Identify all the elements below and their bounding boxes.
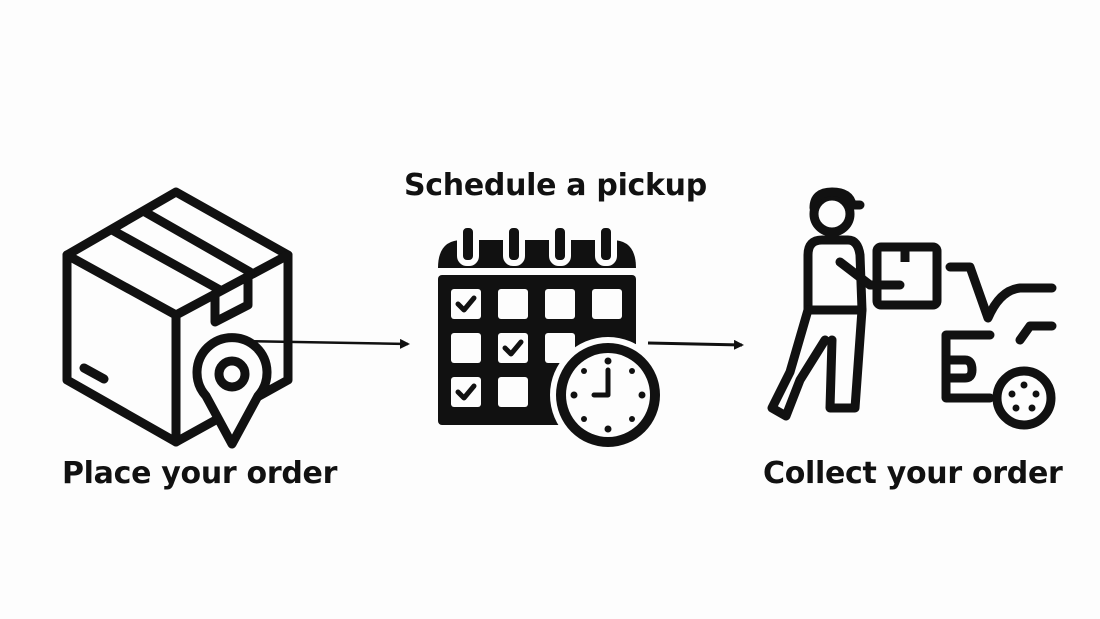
arrow-step2-to-step3 — [647, 339, 744, 350]
parcel-icon — [872, 242, 942, 310]
step-label-collect-order: Collect your order — [763, 456, 1063, 491]
clock-icon — [550, 337, 666, 453]
step-label-schedule-pickup: Schedule a pickup — [404, 168, 707, 203]
location-pin-icon — [192, 333, 272, 449]
car-icon — [941, 262, 1057, 430]
step-label-place-order: Place your order — [62, 456, 338, 491]
courier-icon — [767, 187, 905, 421]
arrow-step1-to-step2 — [239, 338, 410, 349]
wheel-spokes — [1008, 381, 1040, 412]
